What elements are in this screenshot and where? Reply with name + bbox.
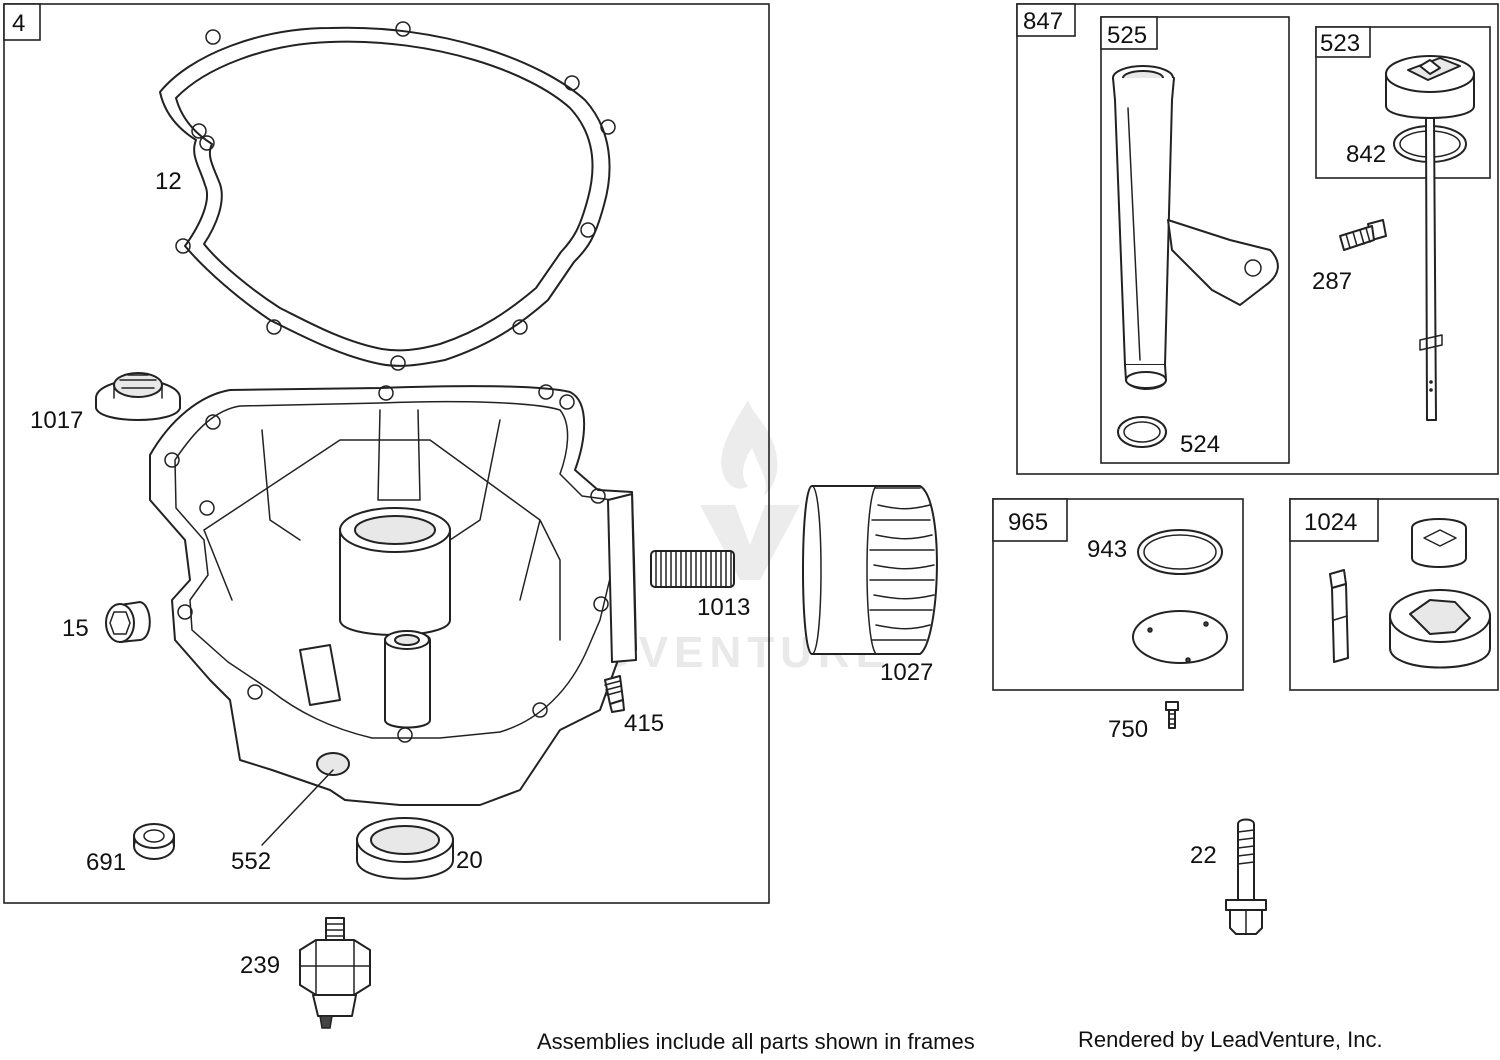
oil-pump-1024 — [1329, 518, 1491, 669]
nipple-1013: 1013 — [650, 550, 750, 621]
o-ring-943: 943 — [1087, 529, 1223, 575]
frame-4-label: 4 — [12, 10, 25, 37]
label-239: 239 — [240, 952, 280, 979]
frame-525-label: 525 — [1107, 22, 1147, 49]
label-22: 22 — [1190, 842, 1217, 869]
frame-523: 523 — [1315, 26, 1491, 179]
frame-847: 847 — [1016, 3, 1499, 475]
cover-plate-965 — [1132, 610, 1228, 664]
frame-523-label: 523 — [1320, 30, 1360, 57]
frame-965: 965 — [992, 498, 1244, 691]
label-1013: 1013 — [697, 594, 750, 621]
gasket-12: 12 — [155, 21, 616, 371]
sump-cover — [149, 384, 637, 846]
label-12: 12 — [155, 168, 182, 195]
label-1027: 1027 — [880, 659, 933, 686]
cap-1017: 1017 — [30, 372, 181, 434]
frame-965-label: 965 — [1008, 509, 1048, 536]
label-842: 842 — [1346, 141, 1386, 168]
label-287: 287 — [1312, 268, 1352, 295]
dipstick-523: 842 — [1346, 55, 1475, 421]
dipstick-tube-525 — [1112, 65, 1279, 390]
label-524: 524 — [1180, 431, 1220, 458]
seal-20: 20 — [356, 817, 483, 880]
label-691: 691 — [86, 849, 126, 876]
screw-415: 415 — [604, 675, 664, 737]
frame-525: 525 — [1100, 16, 1290, 464]
label-415: 415 — [624, 710, 664, 737]
footer-note: Assemblies include all parts shown in fr… — [537, 1029, 975, 1054]
oil-filter-1027: 1027 — [802, 485, 938, 686]
seal-691: 691 — [86, 823, 175, 876]
frame-847-label: 847 — [1023, 8, 1063, 35]
frame-4: 4 — [3, 3, 770, 904]
label-943: 943 — [1087, 536, 1127, 563]
plug-15: 15 — [62, 601, 151, 643]
label-552: 552 — [231, 848, 271, 875]
screw-750: 750 — [1108, 701, 1179, 743]
frame-1024: 1024 — [1289, 498, 1499, 691]
label-15: 15 — [62, 615, 89, 642]
frame-1024-label: 1024 — [1304, 509, 1357, 536]
bolt-22: 22 — [1190, 818, 1267, 935]
label-1017: 1017 — [30, 407, 83, 434]
label-750: 750 — [1108, 716, 1148, 743]
footer-credit: Rendered by LeadVenture, Inc. — [1078, 1027, 1383, 1052]
switch-239: 239 — [240, 917, 371, 1029]
label-20: 20 — [456, 847, 483, 874]
screw-287: 287 — [1312, 219, 1387, 295]
o-ring-524: 524 — [1117, 416, 1220, 458]
